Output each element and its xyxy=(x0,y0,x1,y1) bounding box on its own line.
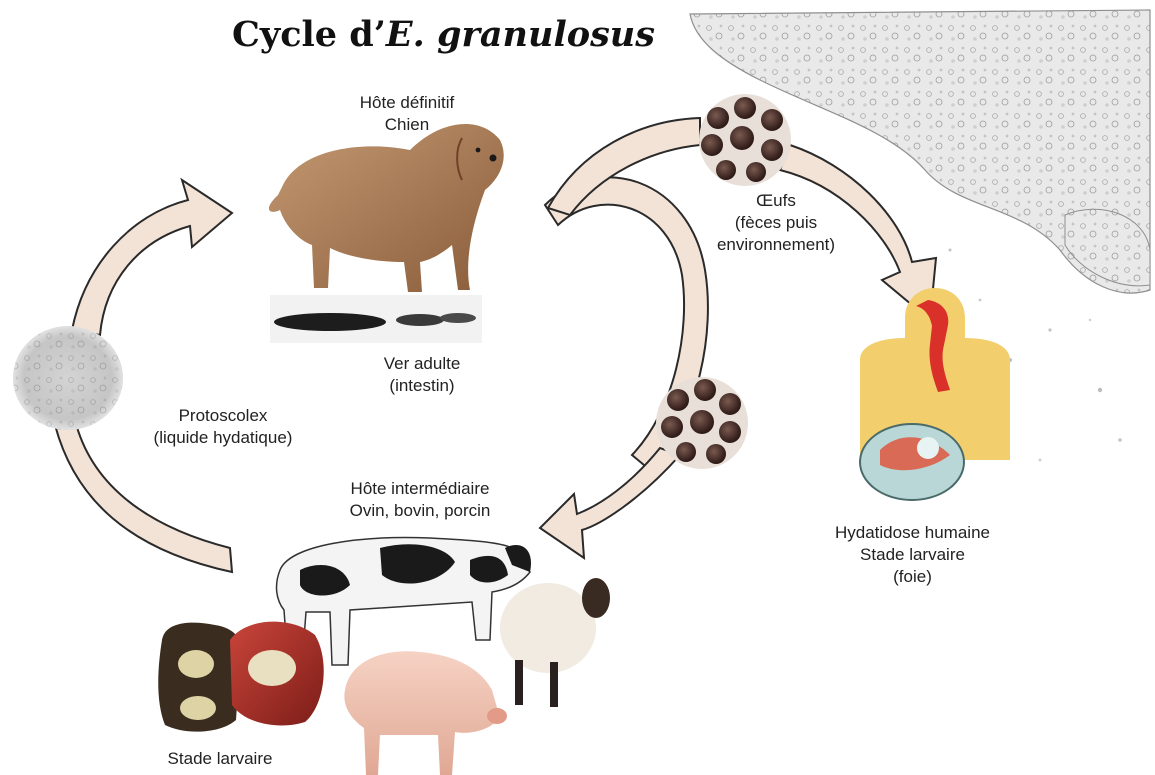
human-torso-illustration xyxy=(860,288,1010,500)
adult-worm-illustration xyxy=(270,295,482,343)
pig-illustration xyxy=(344,651,507,775)
label-intermediate-host: Hôte intermédiaire Ovin, bovin, porcin xyxy=(300,478,540,522)
label-definitive-host: Hôte définitif Chien xyxy=(322,92,492,136)
label-eggs: Œufs (fèces puis environnement) xyxy=(690,190,862,256)
arrow-to-definitive-host xyxy=(72,180,232,335)
protoscolex-illustration xyxy=(13,326,123,430)
egg-cluster-illustration xyxy=(699,94,791,186)
label-larval-stage: Stade larvaire xyxy=(150,748,290,770)
arrowhead-intermediate-host xyxy=(540,448,680,558)
dog-illustration xyxy=(269,124,504,292)
diagram-title: Cycle d’E. granulosus xyxy=(232,14,655,55)
cyst-organ-illustration xyxy=(158,622,323,732)
label-human-hydatidosis: Hydatidose humaine Stade larvaire (foie) xyxy=(790,522,1035,588)
sheep-illustration xyxy=(500,578,610,707)
label-adult-worm: Ver adulte (intestin) xyxy=(352,353,492,397)
egg-cluster-illustration xyxy=(656,377,748,469)
label-protoscolex: Protoscolex (liquide hydatique) xyxy=(128,405,318,449)
